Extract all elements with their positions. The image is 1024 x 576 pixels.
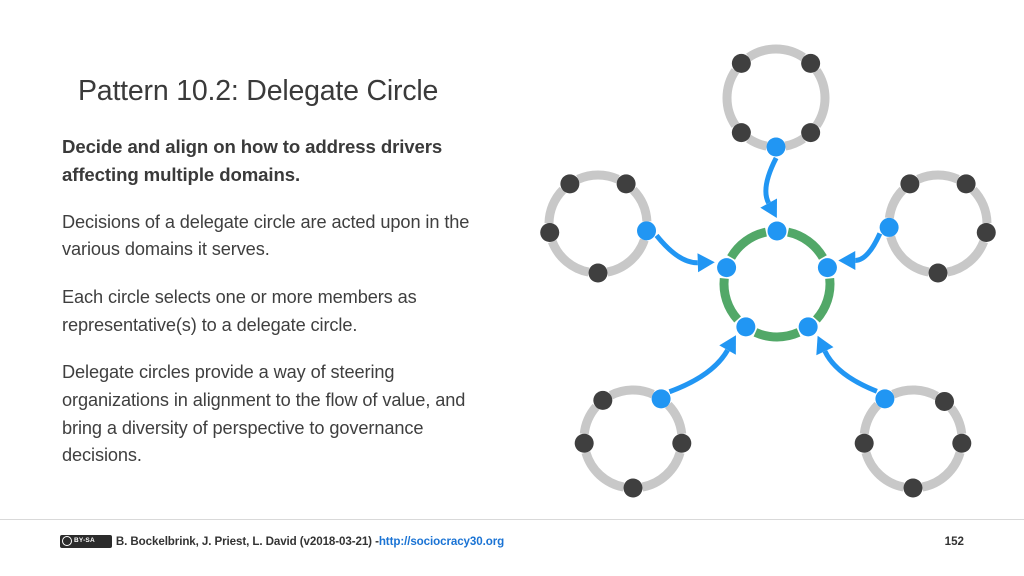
delegate-member-node: [875, 389, 895, 409]
circle-ring-arc: [581, 451, 625, 492]
circle-ring-arc: [884, 186, 907, 219]
circle-member-node: [801, 123, 821, 143]
circle-member-node: [956, 174, 976, 194]
arrow-shaft: [668, 348, 730, 395]
delegate-circle-group: [717, 221, 837, 342]
circle-ring-arc: [641, 451, 685, 492]
circle-ring-arc: [548, 239, 590, 277]
arrow-shaft: [654, 233, 698, 266]
circle-ring-arc: [608, 385, 655, 400]
circle-member-node: [731, 123, 751, 143]
delegation-arrows-group: [654, 156, 883, 395]
circle-member-node: [935, 391, 954, 411]
circle-member-node: [560, 174, 580, 194]
circle-member-node: [952, 433, 972, 453]
domain-circles-group: [540, 44, 996, 498]
arrow-head: [838, 250, 856, 270]
circle-ring-arc: [753, 328, 801, 342]
lead-paragraph: Decide and align on how to address drive…: [62, 136, 443, 185]
arrow-head: [697, 253, 715, 273]
domain-circle-right: [879, 170, 996, 283]
circle-ring-arc: [746, 44, 806, 62]
delegate-member-node: [766, 137, 786, 157]
body-paragraph-3: Delegate circles provide a way of steeri…: [62, 362, 466, 466]
arrow-head: [719, 335, 736, 355]
arrow-top-to-center: [760, 156, 779, 218]
arrow-shaft: [854, 232, 883, 263]
diagram-svg: [540, 44, 996, 498]
arrow-shaft: [763, 156, 779, 205]
footer-credit: B. Bockelbrink, J. Priest, L. David (v20…: [115, 534, 379, 548]
circle-member-node: [588, 263, 608, 283]
page-title: Pattern 10.2: Delegate Circle: [78, 75, 439, 108]
circle-ring-arc: [916, 170, 960, 184]
circle-member-node: [540, 223, 560, 243]
circle-ring-arc: [812, 68, 830, 128]
circle-ring-arc: [947, 405, 967, 435]
circle-ring-arc: [722, 68, 740, 128]
circle-ring-arc: [664, 401, 687, 435]
creative-commons-badge-icon: BY-SA: [60, 534, 112, 548]
delegate-member-node: [879, 217, 899, 237]
circle-ring-arc: [719, 277, 742, 323]
body-paragraph-1: Decisions of a delegate circle are acted…: [62, 211, 470, 260]
circle-member-node: [928, 263, 948, 283]
arrow-bottom-left-to-center: [668, 335, 736, 395]
circle-ring-arc: [544, 186, 567, 224]
circle-ring-arc: [579, 403, 600, 435]
delegate-circle-node: [736, 317, 756, 337]
cc-circle-icon: [62, 536, 72, 546]
arrow-left-to-center: [654, 233, 715, 273]
footer-link[interactable]: http://sociocracy30.org: [378, 534, 505, 548]
circle-member-node: [801, 53, 821, 73]
circle-ring-arc: [812, 277, 835, 323]
circle-member-node: [623, 478, 643, 498]
circle-member-node: [731, 53, 751, 73]
circle-ring-arc: [746, 134, 768, 151]
delegate-circle-node: [767, 221, 787, 241]
delegate-member-node: [651, 389, 671, 409]
arrow-head: [760, 198, 777, 218]
footer-divider: [0, 519, 1024, 520]
page-number: 152: [944, 534, 964, 548]
circle-ring-arc: [727, 227, 768, 260]
circle-member-node: [900, 174, 920, 194]
text-column: Decide and align on how to address drive…: [62, 133, 502, 470]
delegate-circle-diagram: [516, 18, 1024, 508]
circle-ring-arc: [969, 186, 992, 224]
delegate-circle-node: [717, 258, 737, 278]
footer: BY-SA B. Bockelbrink, J. Priest, L. Davi…: [60, 530, 964, 552]
circle-member-node: [593, 390, 613, 410]
circle-ring-arc: [861, 451, 905, 492]
arrow-right-to-center: [838, 232, 883, 270]
circle-ring-arc: [576, 170, 620, 184]
circle-ring-arc: [629, 186, 652, 222]
arrow-shaft: [822, 349, 878, 394]
circle-member-node: [616, 174, 636, 194]
domain-circle-left: [540, 170, 657, 283]
cc-license-label: BY-SA: [74, 536, 95, 544]
circle-ring-arc: [606, 238, 649, 277]
arrow-head: [816, 335, 834, 356]
domain-circle-bottom-right: [854, 385, 972, 498]
body-paragraph-2: Each circle selects one or more members …: [62, 287, 417, 335]
delegate-circle-node: [798, 317, 818, 337]
domain-circle-bottom-left: [574, 385, 692, 498]
domain-circle-top: [722, 44, 830, 157]
circle-ring-arc: [891, 385, 939, 401]
circle-member-node: [672, 433, 692, 453]
arrow-bottom-right-to-center: [816, 335, 878, 394]
circle-ring-arc: [946, 239, 988, 277]
circle-member-node: [903, 478, 923, 498]
circle-ring-arc: [886, 235, 930, 277]
circle-ring-arc: [786, 227, 827, 260]
circle-ring-arc: [784, 134, 806, 151]
delegate-circle-node: [817, 258, 837, 278]
circle-ring-arc: [859, 401, 882, 435]
circle-member-node: [574, 433, 594, 453]
circle-ring-arc: [921, 451, 965, 492]
circle-member-node: [976, 223, 996, 243]
circle-member-node: [854, 433, 874, 453]
delegate-member-node: [637, 221, 657, 241]
